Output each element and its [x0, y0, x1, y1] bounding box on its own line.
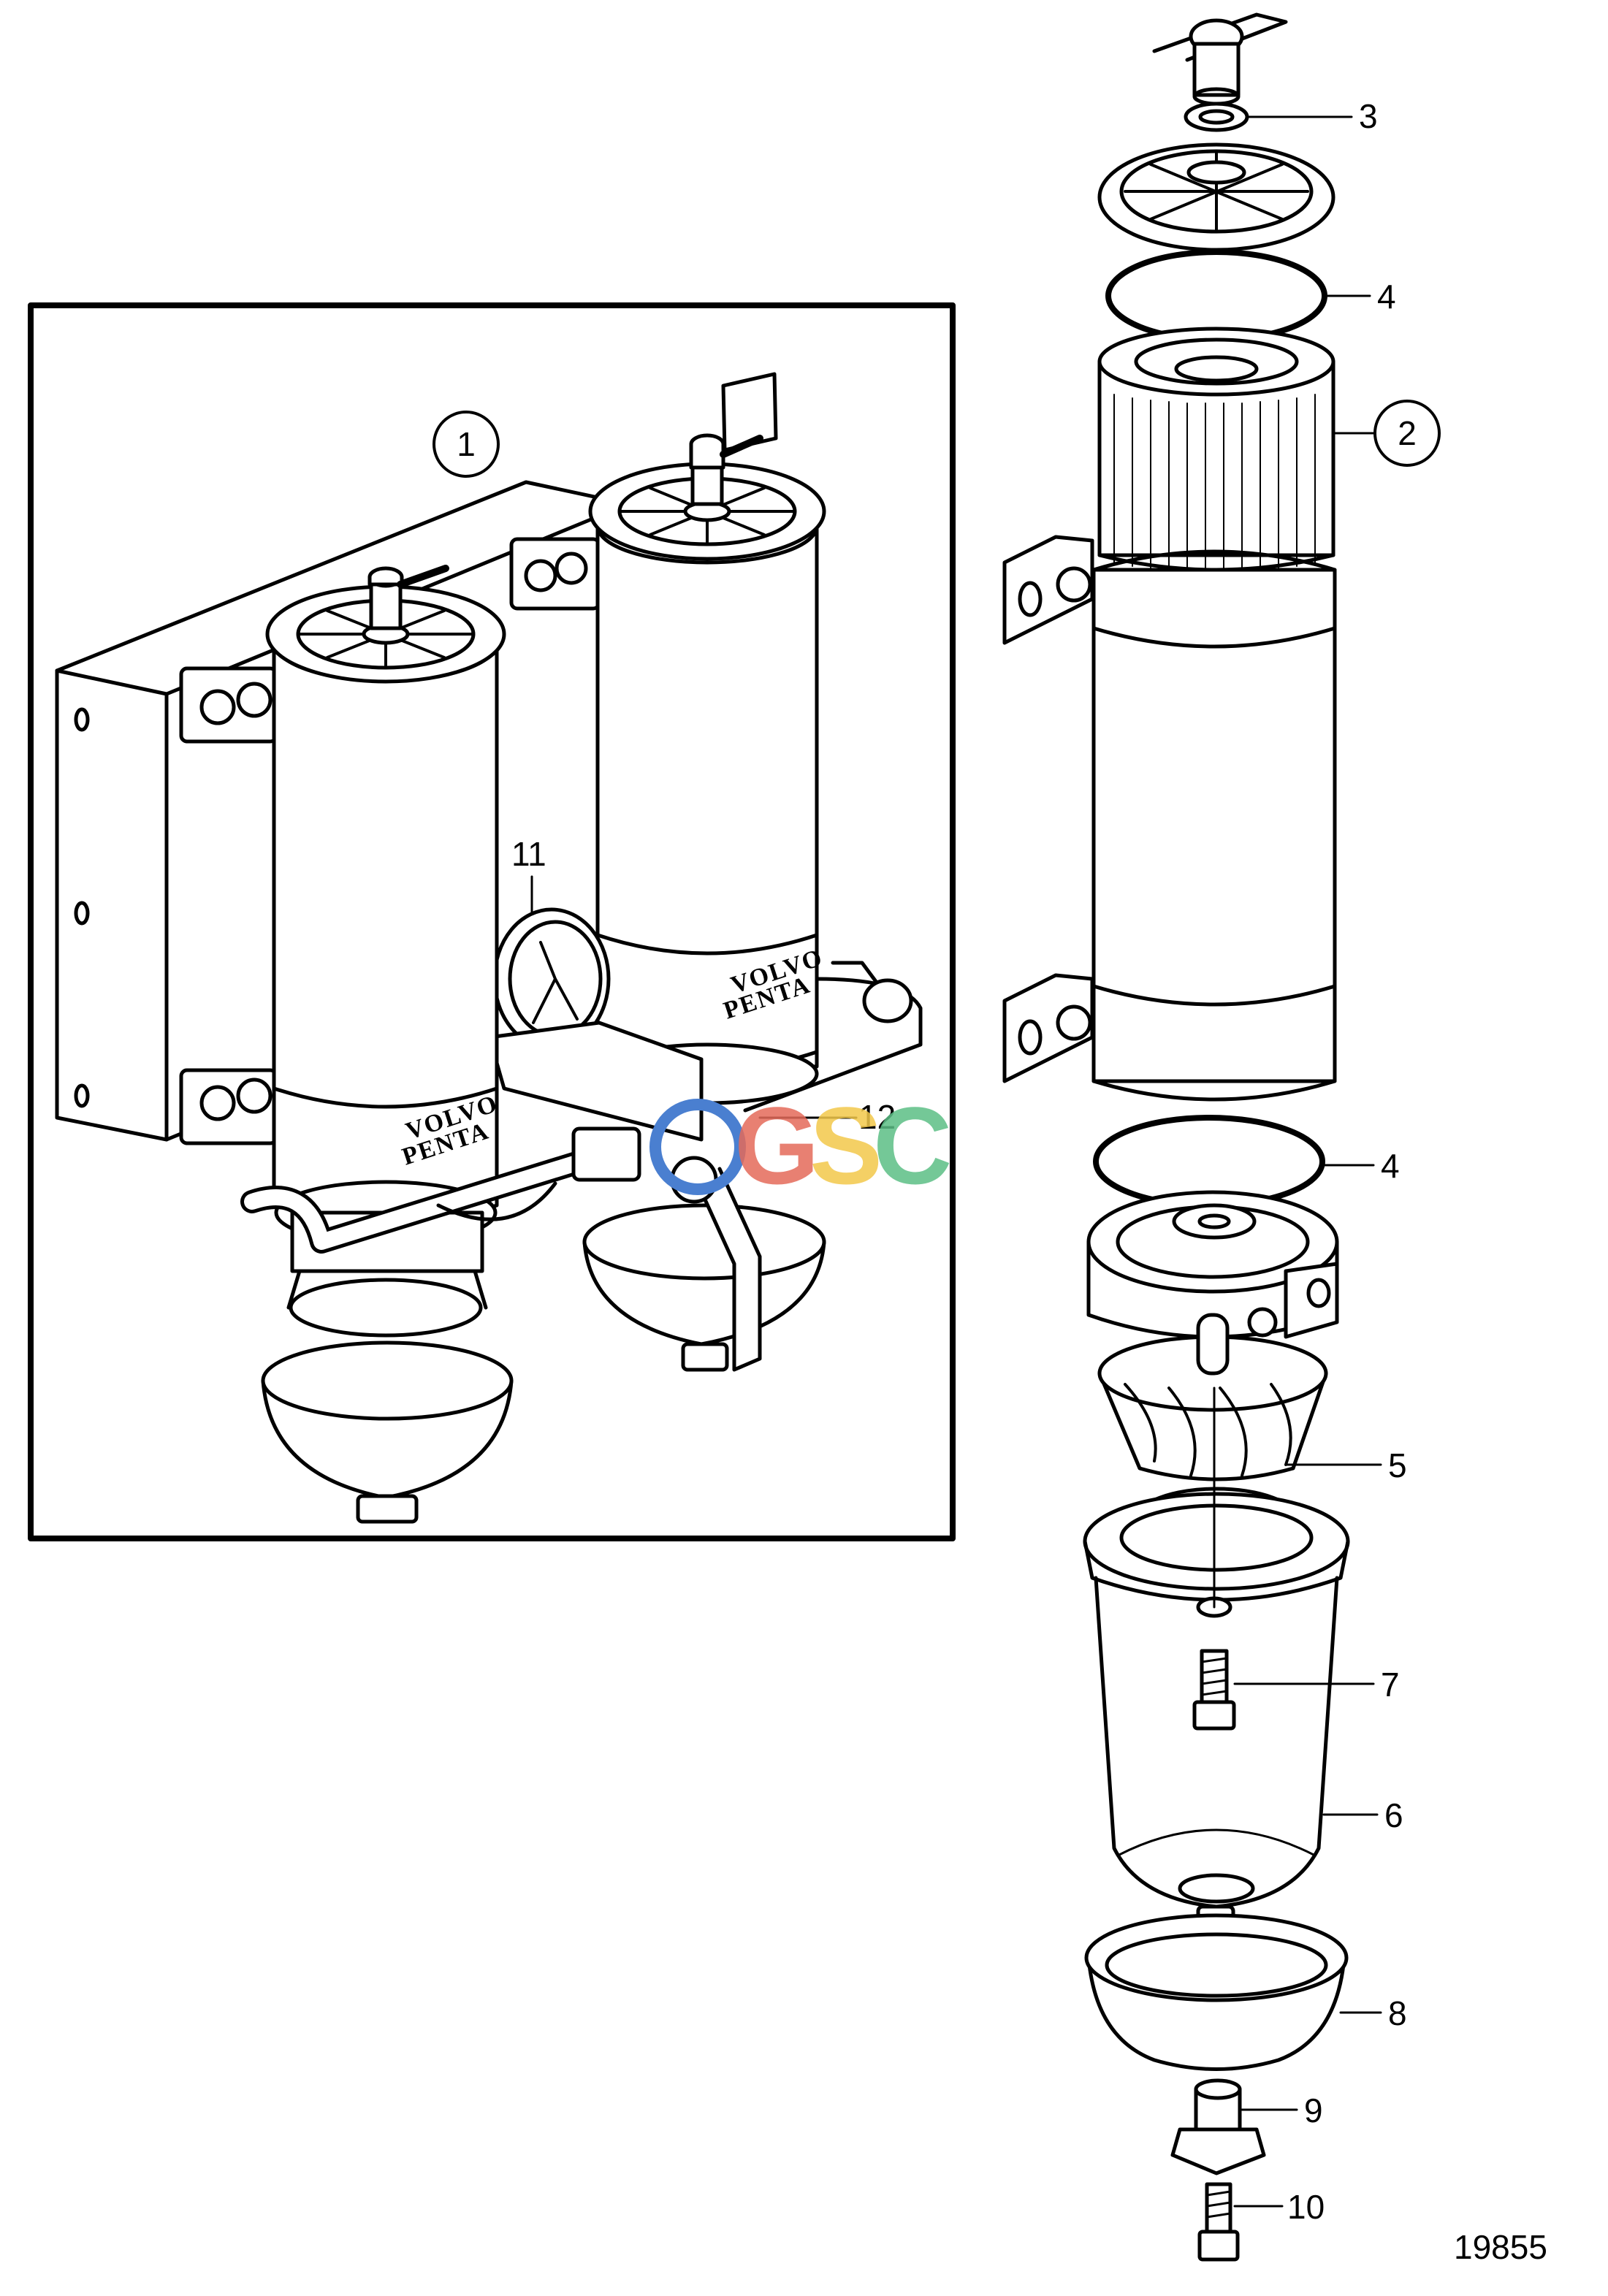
svg-text:G: G [734, 1084, 820, 1207]
svg-text:3: 3 [1359, 97, 1378, 135]
svg-text:10: 10 [1287, 2188, 1325, 2226]
svg-text:2: 2 [1398, 414, 1417, 452]
part-3-seal-washer [1184, 102, 1249, 132]
exploded-filter-view: 3 4 2 4 5 7 6 8 [1002, 12, 1441, 2262]
callout-3: 3 [1248, 97, 1378, 135]
callout-10: 10 [1233, 2188, 1325, 2226]
svg-text:1: 1 [457, 425, 476, 463]
vent-screw [1152, 12, 1288, 106]
part-10-drain-screw [1197, 2182, 1240, 2262]
callout-12: 12 [758, 1098, 896, 1136]
figure-number: 19855 [1454, 2228, 1547, 2266]
inset-frame [28, 302, 956, 1541]
callout-9: 9 [1241, 2091, 1323, 2129]
watermark-logo: G S C [649, 1084, 952, 1207]
svg-text:6: 6 [1384, 1796, 1403, 1834]
part-9-drain-nut [1170, 2078, 1266, 2175]
left-filter-assembly: VOLVO PENTA [261, 565, 514, 1524]
assembled-twin-filter-inset: VOLVO PENTA [28, 302, 956, 1541]
svg-text:12: 12 [858, 1098, 896, 1136]
right-filter-assembly: VOLVO PENTA [582, 433, 826, 1372]
part-8-drain-cup [1084, 1913, 1349, 2071]
callout-2: 2 [1332, 400, 1441, 467]
crossover-pipe [240, 1126, 718, 1254]
callout-11: 11 [511, 835, 546, 915]
svg-text:11: 11 [511, 835, 546, 873]
svg-text:S: S [809, 1084, 883, 1207]
mounting-bracket [55, 372, 778, 1145]
part-2-filter-element [1097, 327, 1335, 572]
svg-text:5: 5 [1388, 1446, 1407, 1484]
callout-4-top: 4 [1325, 278, 1396, 316]
callout-7: 7 [1233, 1666, 1400, 1704]
filter-cover [1097, 142, 1335, 252]
callout-8: 8 [1339, 1994, 1407, 2032]
callout-5: 5 [1284, 1446, 1407, 1484]
callout-1: 1 [433, 411, 500, 478]
svg-text:4: 4 [1377, 278, 1396, 316]
filter-housing [1002, 535, 1337, 1102]
svg-text:4: 4 [1381, 1147, 1400, 1185]
svg-text:C: C [873, 1084, 952, 1207]
part-7-screw [1192, 1387, 1236, 1731]
bowl-head [1086, 1190, 1339, 1339]
bowl-collar [1083, 1487, 1350, 1618]
pressure-gauge [487, 907, 923, 1142]
part-6-bowl [1094, 1576, 1339, 1945]
callout-6: 6 [1322, 1796, 1403, 1834]
svg-text:8: 8 [1388, 1994, 1407, 2032]
svg-text:9: 9 [1304, 2091, 1323, 2129]
part-4-o-ring-top [1105, 249, 1327, 343]
svg-text:7: 7 [1381, 1666, 1400, 1704]
callout-4-bottom: 4 [1322, 1147, 1400, 1185]
part-5-deflector [1097, 1313, 1328, 1481]
